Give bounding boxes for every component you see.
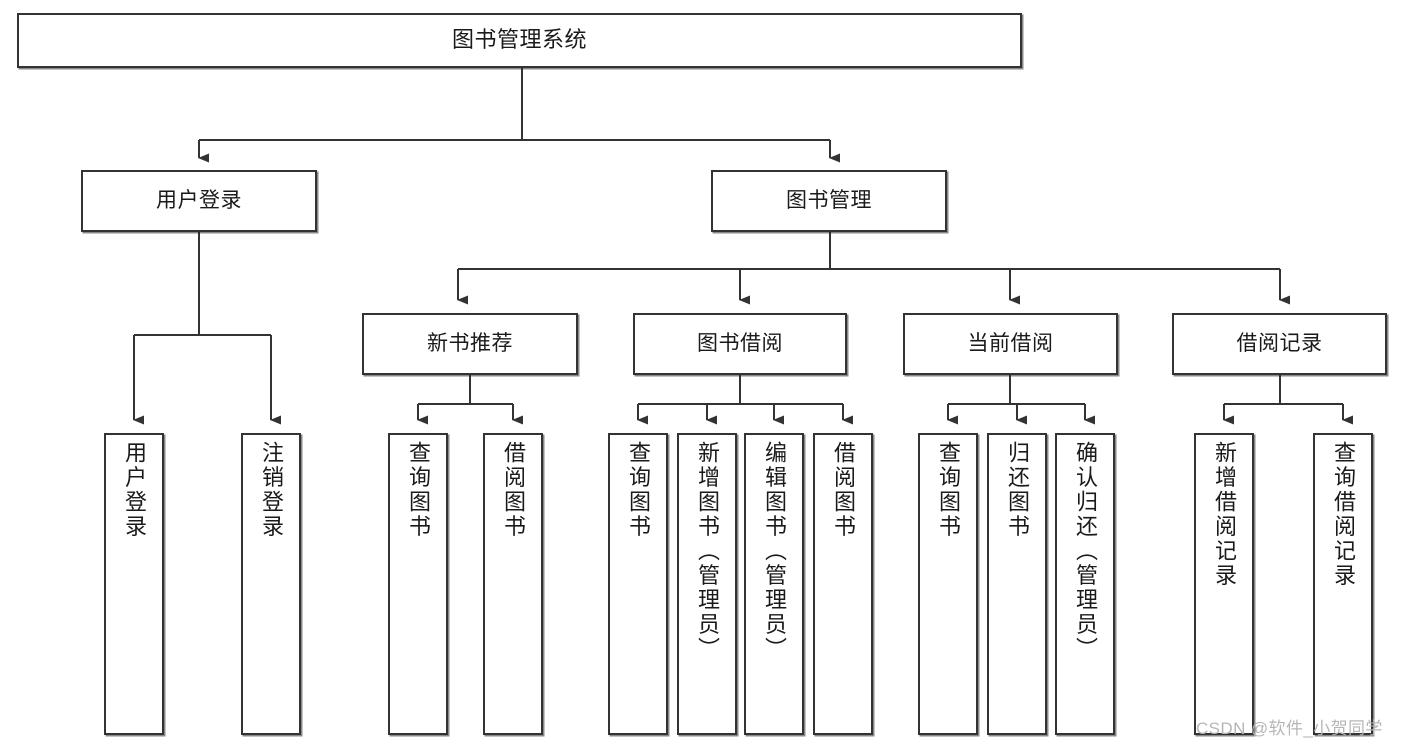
node-label: 借阅记录 [1236, 331, 1323, 355]
leaf-edit-book-admin[interactable]: 编辑图书（管理员） [744, 433, 804, 735]
leaf-borrow-book-recommend[interactable]: 借阅图书 [483, 433, 543, 735]
node-label: 用户登录 [156, 188, 242, 212]
leaf-query-borrow-record[interactable]: 查询借阅记录 [1313, 433, 1373, 735]
leaf-borrow-book-borrow[interactable]: 借阅图书 [813, 433, 873, 735]
node-label: 当前借阅 [967, 331, 1054, 355]
leaf-user-login[interactable]: 用户登录 [104, 433, 164, 735]
node-label: 注销登录 [259, 441, 284, 539]
watermark-credit: CSDN @软件_小贺同学 [1196, 719, 1383, 738]
node-label: 查询图书 [406, 441, 431, 539]
node-label: 图书借阅 [697, 331, 783, 355]
node-label: 借阅图书 [831, 441, 856, 539]
node-label: 查询图书 [626, 441, 651, 539]
node-label: 查询图书 [936, 441, 961, 539]
node-label: 图书管理 [786, 188, 872, 212]
leaf-confirm-return-admin[interactable]: 确认归还（管理员） [1055, 433, 1115, 735]
node-label: 编辑图书（管理员） [762, 441, 787, 662]
node-current-borrow[interactable]: 当前借阅 [903, 313, 1118, 375]
node-label: 借阅图书 [501, 441, 526, 539]
node-user-login[interactable]: 用户登录 [81, 170, 317, 232]
leaf-return-book[interactable]: 归还图书 [987, 433, 1047, 735]
node-book-management[interactable]: 图书管理 [711, 170, 947, 232]
leaf-query-book-recommend[interactable]: 查询图书 [388, 433, 448, 735]
leaf-add-book-admin[interactable]: 新增图书（管理员） [677, 433, 737, 735]
node-label: 确认归还（管理员） [1073, 441, 1098, 662]
leaf-logout-login[interactable]: 注销登录 [241, 433, 301, 735]
leaf-query-book-current[interactable]: 查询图书 [918, 433, 978, 735]
node-label: 查询借阅记录 [1331, 441, 1356, 588]
node-book-borrow[interactable]: 图书借阅 [633, 313, 847, 375]
node-label: 图书管理系统 [451, 27, 587, 53]
leaf-query-book-borrow[interactable]: 查询图书 [608, 433, 668, 735]
node-root-book-management-system[interactable]: 图书管理系统 [17, 13, 1022, 68]
node-label: 新增图书（管理员） [695, 441, 720, 662]
node-label: 新增借阅记录 [1212, 441, 1237, 588]
node-label: 新书推荐 [427, 331, 513, 355]
node-label: 归还图书 [1005, 441, 1030, 539]
node-label: 用户登录 [122, 441, 147, 539]
node-borrow-record[interactable]: 借阅记录 [1172, 313, 1387, 375]
node-new-book-recommend[interactable]: 新书推荐 [362, 313, 578, 375]
leaf-add-borrow-record[interactable]: 新增借阅记录 [1194, 433, 1254, 735]
